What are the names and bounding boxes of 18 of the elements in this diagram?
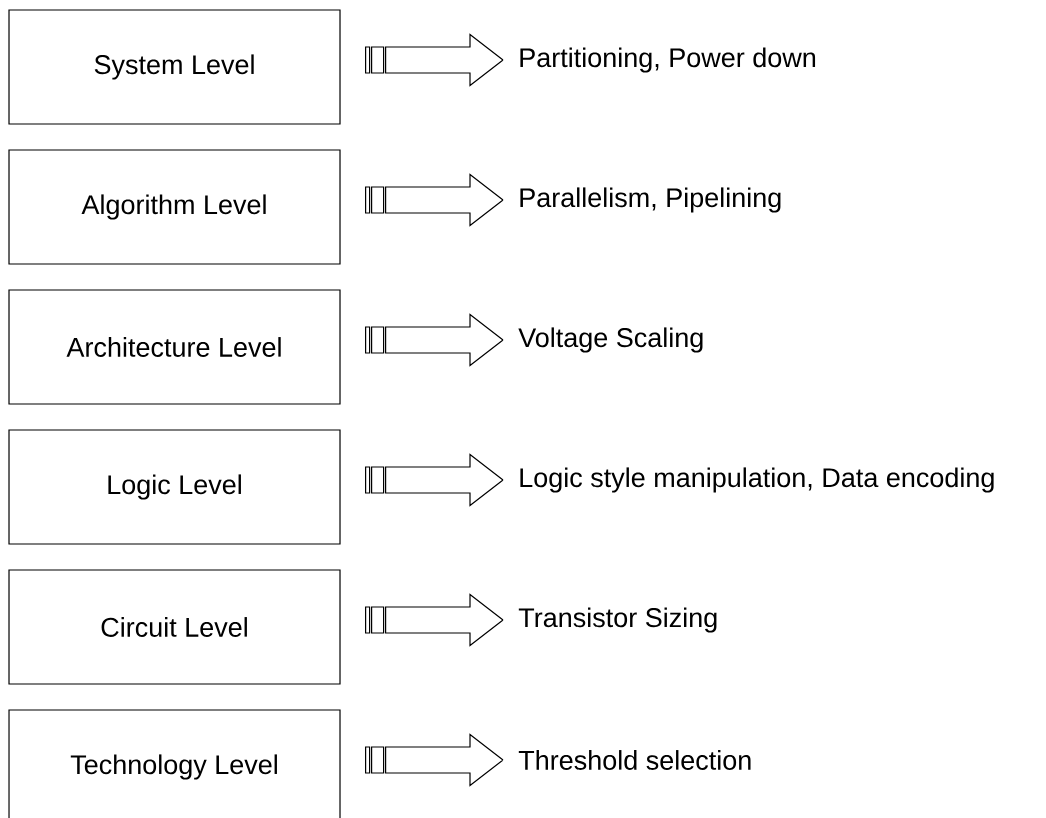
block-arrow [365,173,504,227]
level-box: Algorithm Level [8,149,341,265]
technique-text: Transistor Sizing [518,607,717,633]
technique-text: Threshold selection [518,750,751,770]
block-arrow [365,313,504,367]
level-box: Circuit Level [8,569,341,685]
level-box: Logic Level [8,429,341,545]
block-arrow [365,33,504,87]
level-box: Architecture Level [8,289,341,405]
technique-text: Parallelism, Pipelining [520,187,781,213]
block-arrow [365,733,504,787]
level-box: Technology Level [8,709,341,818]
block-arrow [365,593,504,647]
technique-text: Voltage Scaling [518,327,703,353]
block-arrow [365,453,504,507]
technique-text: Partitioning, Power down [520,47,816,73]
technique-text: Logic style manipulation, Data encoding [520,467,994,493]
level-box: System Level [8,9,341,125]
